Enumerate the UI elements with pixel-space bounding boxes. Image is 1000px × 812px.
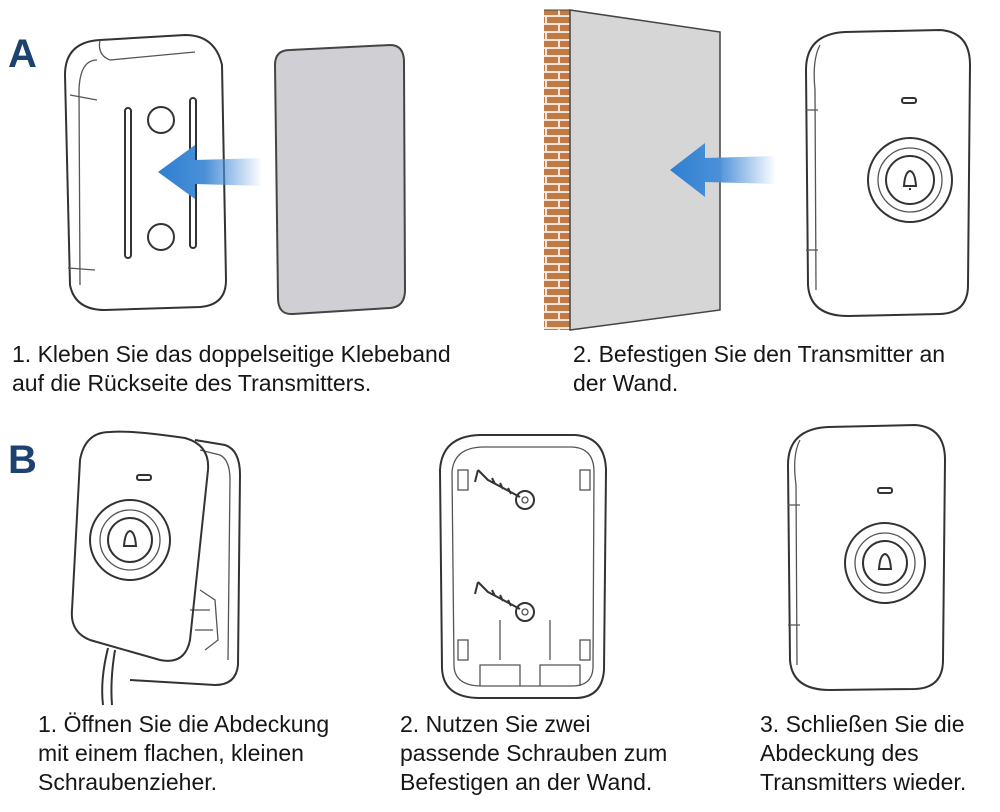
arrow-left-icon bbox=[670, 143, 776, 197]
bell-icon bbox=[902, 169, 918, 190]
bell-icon bbox=[122, 529, 138, 547]
step-a1-caption: 1. Kleben Sie das doppelseitige Klebeban… bbox=[12, 341, 451, 396]
section-label-b: B bbox=[8, 438, 37, 482]
transmitter-back-illustration bbox=[63, 33, 262, 312]
adhesive-tape-illustration bbox=[273, 43, 407, 316]
section-label-a: A bbox=[8, 32, 37, 76]
transmitter-front-illustration bbox=[804, 28, 972, 318]
step-b3-caption: 3. Schließen Sie die Abdeckung des Trans… bbox=[760, 711, 967, 795]
step-b1-caption: 1. Öffnen Sie die Abdeckung mit einem fl… bbox=[38, 711, 330, 795]
arrow-left-icon bbox=[158, 145, 262, 199]
screw-icon bbox=[474, 581, 521, 610]
transmitter-closed-illustration bbox=[786, 423, 947, 692]
bell-icon bbox=[877, 552, 893, 570]
step-a2-caption: 2. Befestigen Sie den Transmitter an der… bbox=[573, 341, 946, 396]
step-b2-caption: 2. Nutzen Sie zwei passende Schrauben zu… bbox=[400, 711, 668, 795]
wall-illustration bbox=[544, 9, 776, 331]
backplate-illustration bbox=[438, 434, 608, 699]
screw-icon bbox=[474, 469, 521, 498]
transmitter-opening-illustration bbox=[70, 430, 242, 706]
screwdriver-icon bbox=[101, 647, 116, 706]
